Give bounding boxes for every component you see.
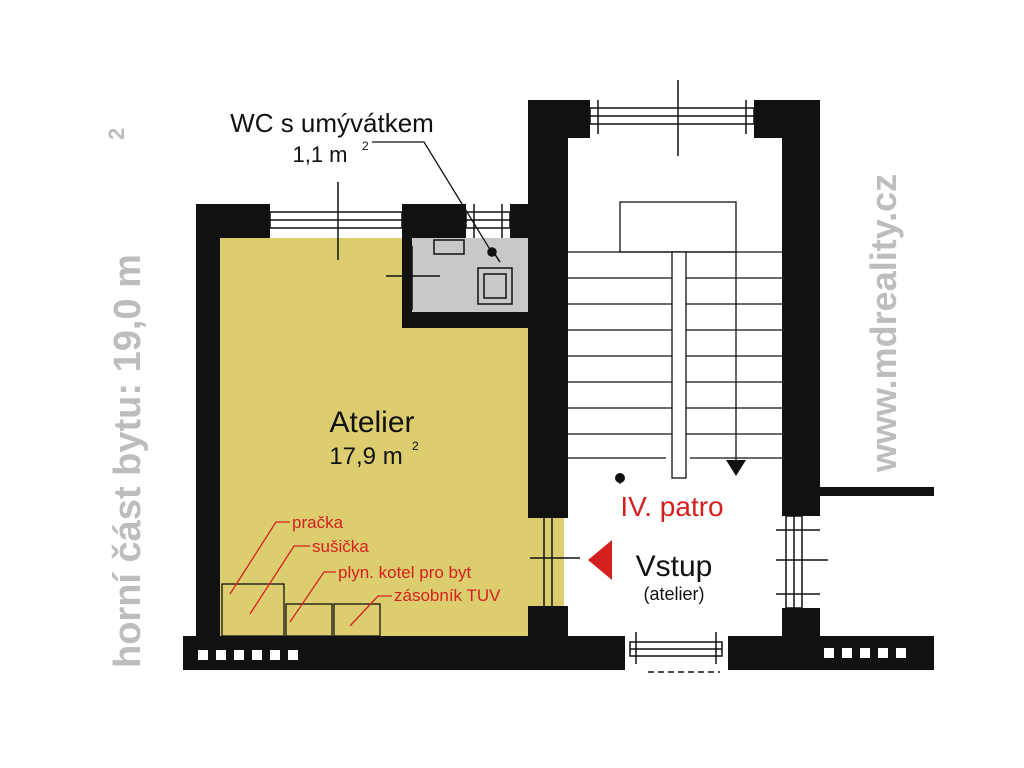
wc-area-sup: 2 xyxy=(362,139,369,153)
wc-fixtures xyxy=(386,239,513,310)
atelier-title: Atelier xyxy=(329,406,414,439)
entrance-sublabel: (atelier) xyxy=(643,584,704,604)
appliance-label-2: plyn. kotel pro byt xyxy=(338,563,472,582)
stair-start-dot xyxy=(615,473,625,483)
wall-ventilation-holes xyxy=(198,648,906,660)
appliance-label-1: sušička xyxy=(312,537,369,556)
atelier-area: 17,9 m xyxy=(329,443,402,470)
appliance-label-0: pračka xyxy=(292,513,344,532)
side-area-sup: 2 xyxy=(104,128,129,140)
windows xyxy=(269,80,828,673)
wc-area: 1,1 m xyxy=(292,142,347,167)
appliance-leader-lines xyxy=(229,521,392,627)
walls xyxy=(183,100,934,670)
entrance-corridor xyxy=(528,518,564,608)
appliances xyxy=(221,583,381,637)
floor-label: IV. patro xyxy=(620,491,723,522)
atelier-area-sup: 2 xyxy=(412,439,419,453)
entrance-label: Vstup xyxy=(636,550,713,583)
website-watermark: www.mdreality.cz xyxy=(863,174,904,473)
side-area-label: horní část bytu: 19,0 m xyxy=(107,254,149,668)
appliance-label-3: zásobník TUV xyxy=(394,586,501,605)
entrance-arrow-icon xyxy=(588,540,612,580)
wc-leader-line xyxy=(372,141,495,257)
staircase xyxy=(568,201,782,484)
stair-direction-arrow xyxy=(726,460,746,476)
wc-title: WC s umývátkem xyxy=(230,108,434,138)
